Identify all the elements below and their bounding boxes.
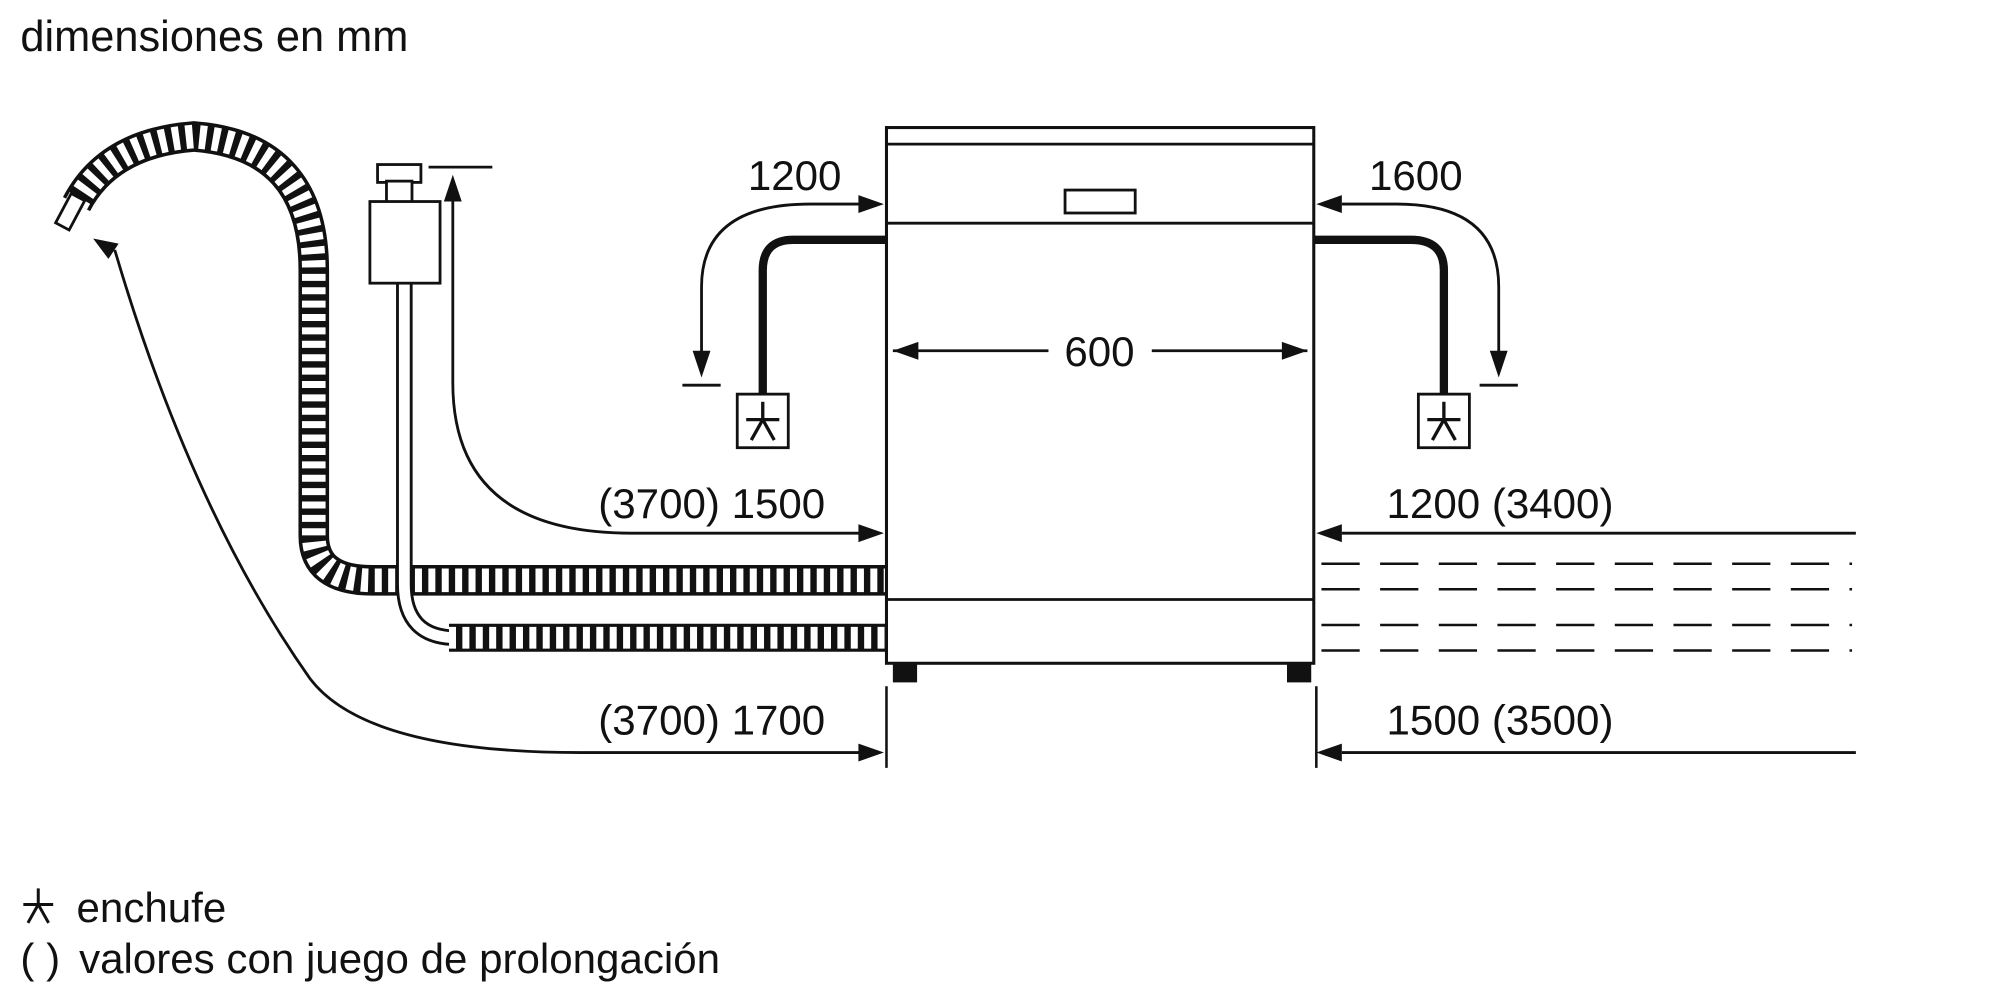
dim-line: [700, 202, 860, 353]
drain-hose-corrugation: [66, 124, 888, 593]
drain-hose-end-cap: [53, 191, 87, 232]
arrowhead-right: [858, 743, 884, 762]
tap-valve: [368, 163, 442, 285]
foot-right: [1286, 663, 1312, 683]
dim-line: [1341, 202, 1501, 353]
power-cable-left: [758, 235, 888, 395]
dim-label-1200-left: 1200: [748, 152, 842, 199]
dim-leader-curve: [113, 249, 860, 754]
dimension-supply-hose: (3700) 1500: [428, 165, 884, 543]
dim-line: [451, 200, 860, 535]
arrowhead-left: [1316, 524, 1342, 543]
dim-label-3700-1700: (3700) 1700: [598, 697, 825, 744]
tap-neck: [385, 179, 414, 205]
plug-icon: [21, 886, 55, 925]
arrowhead-upleft: [93, 238, 119, 259]
socket-left: [735, 392, 790, 450]
dim-label-600: 600: [1064, 328, 1134, 375]
power-cable-right: [1313, 235, 1449, 395]
valve-body: [368, 200, 442, 285]
dim-label-1600: 1600: [1369, 152, 1463, 199]
legend: enchufe ( ) valores con juego de prolong…: [20, 884, 720, 982]
arrowhead-right: [858, 524, 884, 543]
legend-parentheses-label: valores con juego de prolongación: [79, 935, 720, 982]
arrowhead-up: [443, 174, 462, 202]
hose-continuation-dashes: [1321, 562, 1853, 652]
foot-left: [892, 663, 918, 683]
supply-hose: [396, 280, 888, 652]
dim-label-1500-3500: 1500 (3500): [1387, 697, 1614, 744]
legend-plug-label: enchufe: [77, 884, 227, 931]
dimension-right-inlet: 1200 (3400): [1316, 480, 1856, 543]
dimension-drain-hose: (3700) 1700: [93, 238, 884, 762]
arrowhead-left: [1316, 743, 1342, 762]
dimension-power-cord-right: 1600: [1316, 152, 1518, 387]
page-title: dimensiones en mm: [20, 13, 408, 61]
dimension-right-drain: 1500 (3500): [1316, 697, 1856, 762]
drain-hose: [53, 121, 888, 596]
dimension-power-cord-left: 1200: [682, 152, 884, 387]
dim-label-3700-1500: (3700) 1500: [598, 480, 825, 527]
arrowhead-down: [692, 350, 711, 378]
arrowhead-left: [892, 341, 919, 360]
dishwasher: [884, 126, 1316, 683]
dim-label-1200-3400: 1200 (3400): [1387, 480, 1614, 527]
supply-hose-smooth-core: [398, 280, 457, 644]
arrowhead-left: [1316, 195, 1342, 214]
handle: [1063, 188, 1137, 215]
socket-right: [1416, 392, 1471, 450]
arrowhead-right: [1281, 341, 1308, 360]
arrowhead-right: [858, 195, 884, 214]
legend-parentheses-symbol: ( ): [20, 935, 60, 982]
dishwasher-body: [884, 126, 1316, 665]
dimension-width-600: 600: [892, 328, 1308, 375]
arrowhead-down: [1489, 350, 1508, 378]
